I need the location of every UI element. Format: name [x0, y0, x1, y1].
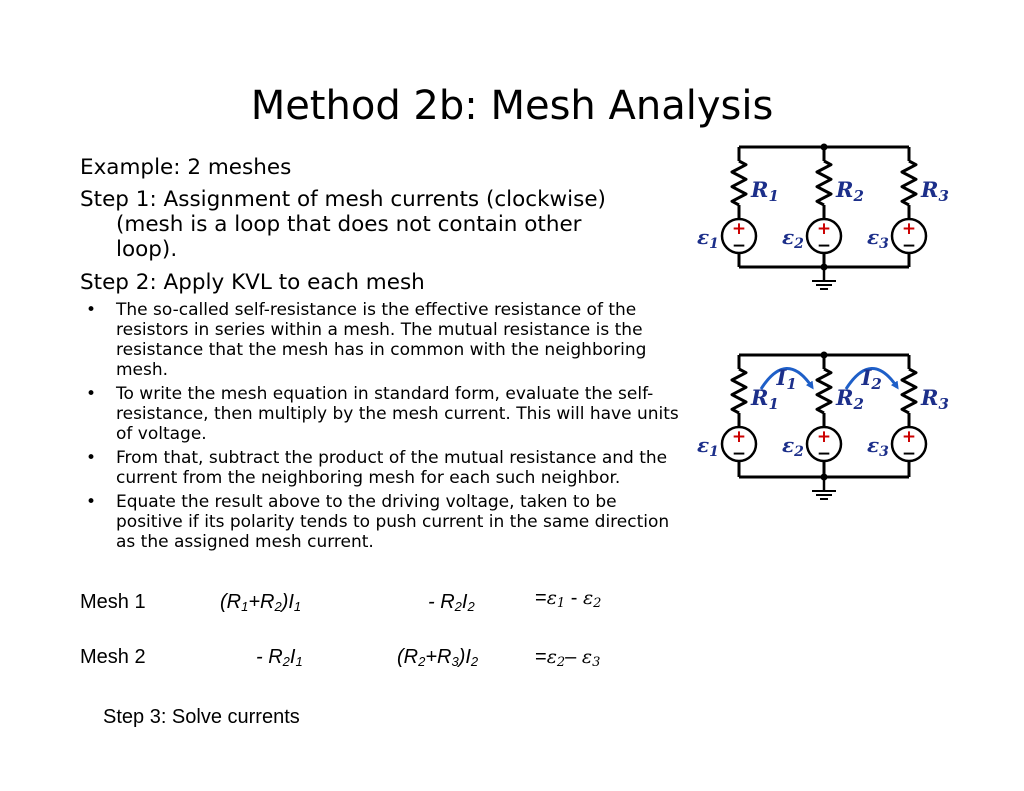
- bullet-dot: •: [86, 300, 97, 320]
- plus-sign: +: [902, 219, 916, 239]
- minus-sign: −: [817, 236, 831, 256]
- mesh-1-label: Mesh 1: [80, 591, 146, 613]
- step-1-line-3: loop).: [116, 237, 178, 262]
- mesh-1-term-2: - R2I2: [428, 591, 475, 614]
- mesh-2-rhs: =ε2– ε3: [535, 646, 601, 670]
- mesh-1-rhs: =ε1 - ε2: [535, 587, 602, 611]
- plus-sign: +: [817, 219, 831, 239]
- resistor-label-2: R2: [835, 385, 864, 413]
- bullet-dot: •: [86, 384, 97, 404]
- source-label-1: ε1: [697, 225, 719, 252]
- source-label-3: ε3: [867, 225, 889, 252]
- plus-sign: +: [732, 427, 746, 447]
- step-2: Step 2: Apply KVL to each mesh: [80, 270, 425, 295]
- step-1-line-2: (mesh is a loop that does not contain ot…: [116, 212, 582, 237]
- mesh-1-term-1: (R1+R2)I1: [220, 591, 302, 614]
- step-1-line-1: Step 1: Assignment of mesh currents (clo…: [80, 187, 606, 212]
- minus-sign: −: [902, 236, 916, 256]
- bullet-item: • Equate the result above to the driving …: [80, 492, 685, 552]
- source-label-3: ε3: [867, 433, 889, 460]
- bullet-dot: •: [86, 492, 97, 512]
- plus-sign: +: [817, 427, 831, 447]
- minus-sign: −: [732, 236, 746, 256]
- resistor-2: [815, 367, 833, 415]
- resistor-label-2: R2: [835, 177, 864, 205]
- resistor-3: [900, 367, 918, 415]
- resistor-3: [900, 159, 918, 207]
- bullet-dot: •: [86, 448, 97, 468]
- resistor-label-3: R3: [920, 177, 949, 205]
- mesh-2-label: Mesh 2: [80, 646, 146, 668]
- bullet-item: • From that, subtract the product of the …: [80, 448, 685, 488]
- mesh-2-term-1: - R2I1: [256, 646, 303, 669]
- mesh-current-arrow-1: [759, 367, 814, 390]
- bullet-list: • The so-called self-resistance is the ef…: [80, 300, 685, 552]
- minus-sign: −: [732, 444, 746, 464]
- plus-sign: +: [902, 427, 916, 447]
- resistor-label-1: R1: [750, 177, 779, 205]
- step-3: Step 3: Solve currents: [103, 706, 300, 728]
- resistor-label-1: R1: [750, 385, 779, 413]
- source-label-2: ε2: [782, 225, 804, 252]
- source-label-2: ε2: [782, 433, 804, 460]
- example-line: Example: 2 meshes: [80, 155, 292, 180]
- mesh-current-arrow-2: [844, 367, 899, 390]
- slide-title: Method 2b: Mesh Analysis: [250, 83, 774, 129]
- slide-text: Example: 2 meshes Step 1: Assignment of …: [80, 155, 685, 556]
- step-1: Step 1: Assignment of mesh currents (clo…: [80, 187, 685, 262]
- resistor-1: [730, 367, 748, 415]
- source-label-1: ε1: [697, 433, 719, 460]
- minus-sign: −: [902, 444, 916, 464]
- mesh-2-term-2: (R2+R3)I2: [397, 646, 479, 669]
- plus-sign: +: [732, 219, 746, 239]
- resistor-1: [730, 159, 748, 207]
- bullet-text: To write the mesh equation in standard f…: [116, 384, 679, 444]
- bullet-item: • To write the mesh equation in standard …: [80, 384, 685, 444]
- bullet-text: The so-called self-resistance is the eff…: [116, 300, 647, 380]
- resistor-label-3: R3: [920, 385, 949, 413]
- bullet-item: • The so-called self-resistance is the ef…: [80, 300, 685, 380]
- bullet-text: From that, subtract the product of the m…: [116, 448, 668, 488]
- minus-sign: −: [817, 444, 831, 464]
- resistor-2: [815, 159, 833, 207]
- bullet-text: Equate the result above to the driving v…: [116, 492, 670, 552]
